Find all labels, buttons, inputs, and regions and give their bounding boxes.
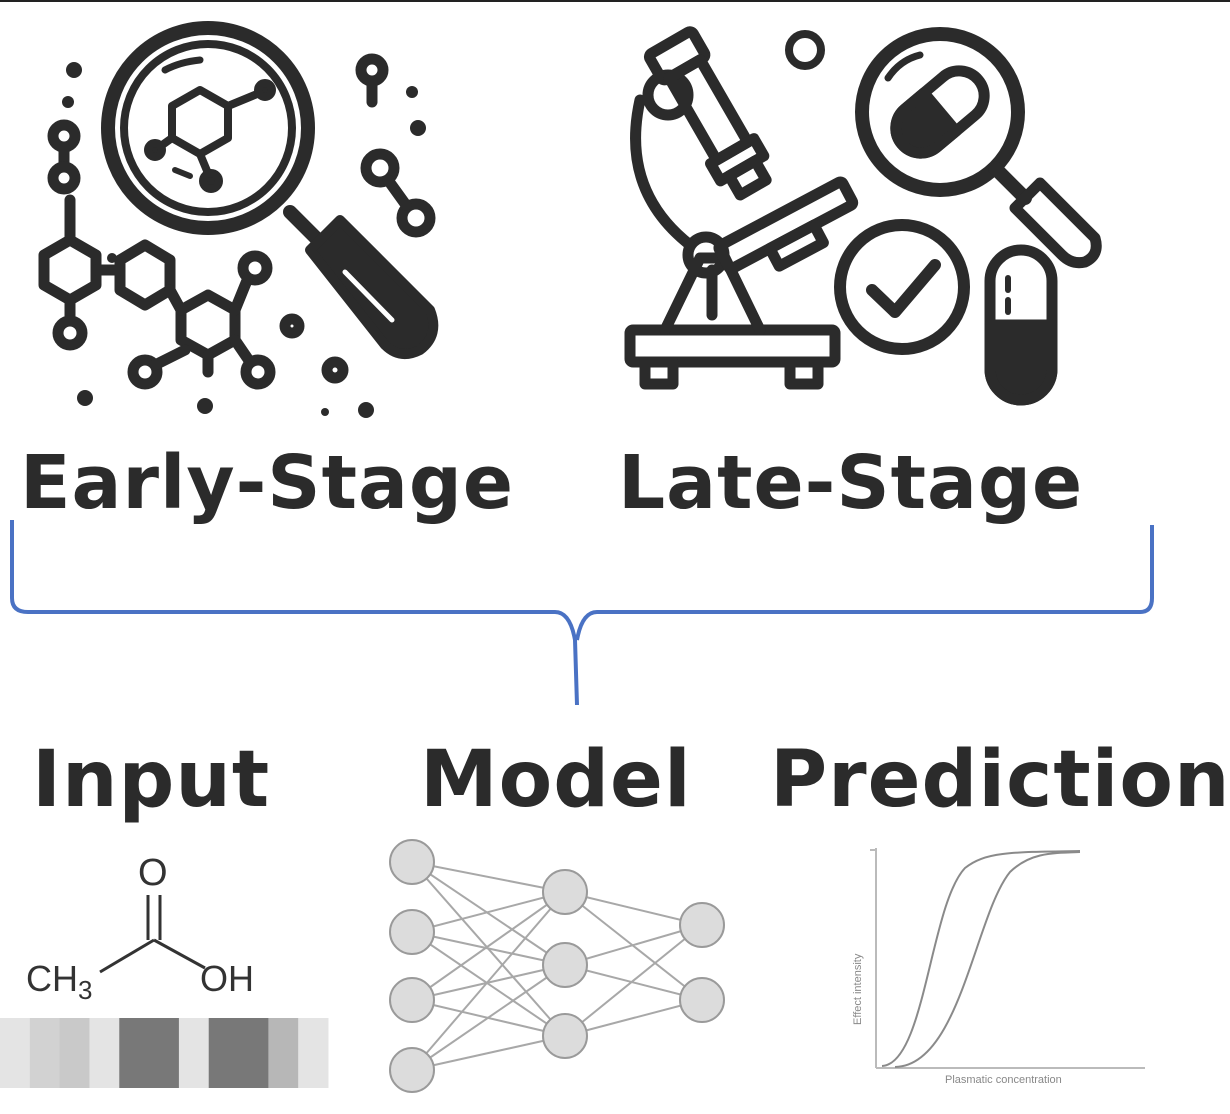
nn-edge — [411, 861, 566, 893]
nn-edge — [564, 924, 703, 966]
hydroxyl-group: OH — [200, 958, 254, 999]
methyl-subscript: 3 — [78, 975, 93, 1006]
response-curve-2 — [894, 851, 1081, 1068]
input-label: Input — [32, 735, 271, 825]
late-stage-icon — [624, 26, 1102, 406]
model-label: Model — [420, 735, 692, 825]
nn-edge — [564, 964, 703, 1001]
nn-edge — [564, 891, 703, 926]
nn-node — [389, 909, 435, 955]
neural-network-icon — [389, 839, 725, 1093]
fingerprint-bit — [238, 1018, 269, 1088]
nn-node — [679, 902, 725, 948]
magnifier-icon — [855, 27, 1102, 269]
nn-node — [389, 839, 435, 885]
fingerprint-bit — [208, 1018, 240, 1088]
methyl-text: CH — [26, 958, 78, 999]
late-stage-label: Late-Stage — [618, 440, 1084, 526]
nn-edge — [411, 891, 566, 933]
nn-edge — [411, 861, 566, 966]
nn-node — [542, 869, 588, 915]
response-curve-1 — [881, 850, 1081, 1067]
nn-edge — [411, 931, 566, 1037]
fingerprint-bar — [0, 1018, 329, 1088]
fingerprint-bit — [0, 1018, 31, 1088]
top-border — [0, 0, 1230, 2]
capsule-icon — [890, 65, 990, 159]
early-stage-icon — [38, 21, 439, 418]
nn-node — [389, 1047, 435, 1093]
prediction-label: Prediction — [770, 735, 1230, 825]
grouping-brace — [10, 520, 1154, 706]
magnifier-icon — [101, 21, 439, 359]
checkmark-icon — [834, 219, 970, 355]
nn-edge — [411, 964, 566, 1071]
plot-y-label: Effect intensity — [852, 953, 864, 1025]
fingerprint-bit — [149, 1018, 180, 1088]
nn-node — [542, 942, 588, 988]
fingerprint-bit — [298, 1018, 329, 1088]
methyl-group: CH3 — [26, 958, 92, 1006]
capsule-icon — [984, 244, 1058, 406]
nn-edge — [564, 999, 703, 1037]
nn-edge — [564, 924, 703, 1037]
plot-x-label: Plasmatic concentration — [945, 1074, 1062, 1086]
nn-node — [542, 1013, 588, 1059]
molecule-icon — [144, 79, 276, 193]
fingerprint-bit — [119, 1018, 150, 1088]
nn-node — [679, 977, 725, 1023]
fingerprint-bit — [268, 1018, 299, 1088]
fingerprint-bit — [89, 1018, 120, 1088]
nn-edge — [411, 891, 566, 1071]
fingerprint-bit — [59, 1018, 90, 1088]
early-stage-label: Early-Stage — [20, 440, 515, 526]
oxygen-atom: O — [138, 852, 168, 894]
fingerprint-bit — [29, 1018, 61, 1088]
acetic-acid-structure — [99, 895, 206, 974]
fingerprint-bit — [178, 1018, 210, 1088]
nn-edge — [411, 1035, 566, 1071]
dose-response-plot — [870, 848, 1145, 1069]
microscope-icon — [624, 26, 859, 390]
nn-node — [389, 977, 435, 1023]
nn-edge — [411, 931, 566, 966]
nn-edge — [411, 891, 566, 1001]
